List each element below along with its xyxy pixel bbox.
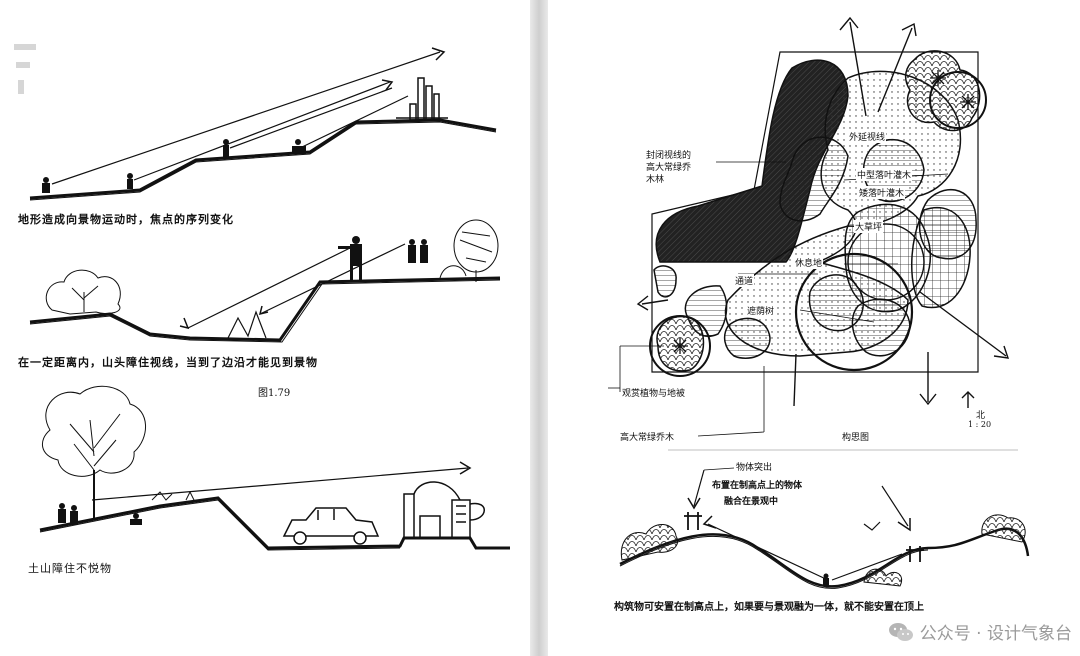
figure-1-people <box>42 139 306 193</box>
figure-3-caption: 土山障住不悦物 <box>28 562 112 575</box>
label-enclosed-line2: 高大常绿乔 <box>646 163 692 173</box>
scale-label: 1 : 20 <box>968 420 992 429</box>
figure-2-section <box>29 219 501 343</box>
sightline-arrows <box>608 16 1010 437</box>
figure-number: 图1.79 <box>258 388 291 399</box>
figure-2-caption: 在一定距离内，山头障住视线，当到了边沿才能见到景物 <box>18 356 318 369</box>
bottom-caption: 构筑物可安置在制高点上，如果要与景观融为一体，就不能安置在顶上 <box>614 602 924 613</box>
figure-3-section <box>39 385 510 551</box>
watermark-text: 公众号 · 设计气象台 <box>919 624 1072 644</box>
label-high-point-line1: 布置在制高点上的物体 <box>712 481 803 491</box>
label-ornamental: 观赏植物与地被 <box>622 389 686 399</box>
label-rest-area: 休息地 <box>794 256 824 269</box>
label-low-shrub: 矮落叶灌木 <box>858 186 906 199</box>
bottom-section-people <box>823 573 829 586</box>
label-stand-out: 物体突出 <box>736 463 773 473</box>
page-gutter <box>530 0 548 656</box>
left-page-illustrations <box>14 44 510 551</box>
label-lawn: 大草坪 <box>854 220 884 233</box>
label-evergreen: 高大常绿乔木 <box>620 433 675 443</box>
label-shade-tree: 遮荫树 <box>746 304 776 317</box>
label-enclosed-forest: 封闭视线的 高大常绿乔 木林 <box>646 150 691 186</box>
left-page: 地形造成向景物运动时，焦点的序列变化 在一定距离内，山头障住视线，当到了边沿才能… <box>0 0 530 656</box>
figure-3-people <box>58 503 142 525</box>
north-label: 北 <box>976 411 986 421</box>
figure-2-people <box>338 236 428 280</box>
label-enclosed-line3: 木林 <box>646 175 665 185</box>
figure-1-caption: 地形造成向景物运动时，焦点的序列变化 <box>18 213 234 226</box>
right-page: 外延视线 封闭视线的 高大常绿乔 木林 中型落叶灌木 矮落叶灌木 大草坪 休息地… <box>548 0 1080 656</box>
plan-tree-symbols <box>672 70 976 354</box>
label-enclosed-line1: 封闭视线的 <box>646 151 692 161</box>
scan-noise <box>14 44 36 94</box>
wechat-icon <box>888 622 913 641</box>
site-plan <box>649 50 987 377</box>
figure-1-section <box>29 47 497 201</box>
label-passage: 通道 <box>734 274 755 287</box>
label-high-point-line2: 融合在景观中 <box>724 497 779 507</box>
label-mid-shrub: 中型落叶灌木 <box>856 168 913 181</box>
right-page-illustrations <box>608 16 1030 589</box>
plan-title: 构思图 <box>842 433 870 443</box>
watermark: 公众号 · 设计气象台 <box>888 619 1072 644</box>
bottom-section <box>619 467 1030 589</box>
label-outer-sightline: 外延视线 <box>848 130 887 143</box>
